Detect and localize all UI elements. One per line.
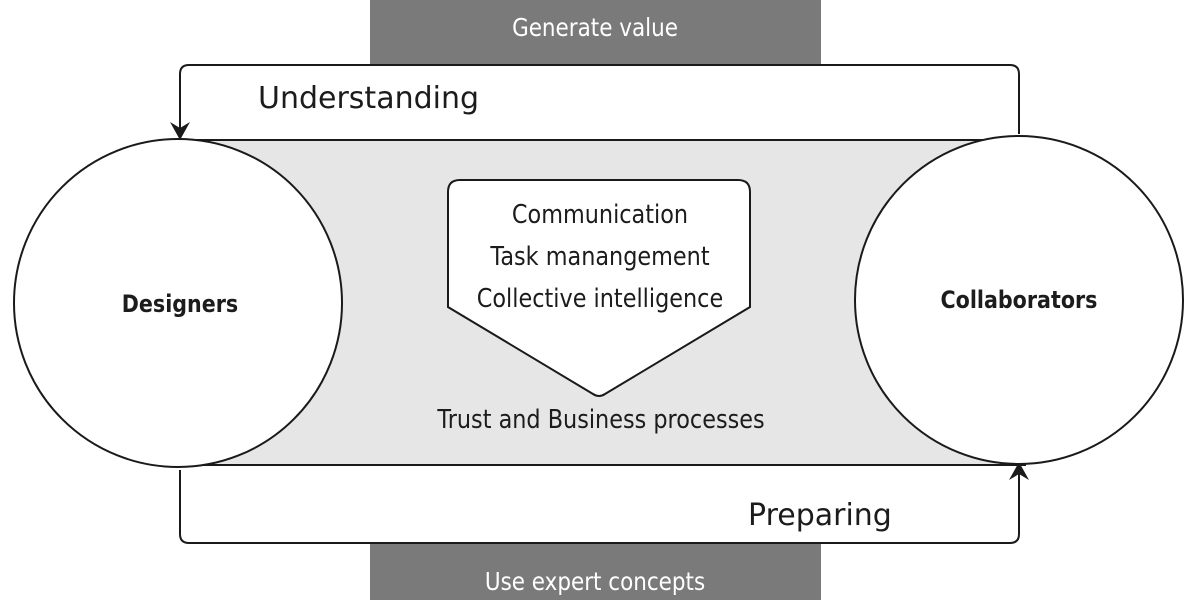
collaborators-label: Collaborators: [941, 287, 1098, 315]
top-value-box: [370, 0, 821, 64]
process-item-collective-intelligence: Collective intelligence: [477, 282, 723, 313]
collaborators-node: [854, 135, 1184, 465]
preparing-label: Preparing: [748, 498, 892, 533]
understanding-arrow-head: [170, 122, 190, 140]
process-item-communication: Communication: [512, 198, 688, 229]
preparing-arrow-head: [1009, 462, 1029, 480]
designers-label: Designers: [122, 291, 238, 319]
process-item-task-management: Task manangement: [489, 240, 709, 271]
designers-node: [13, 138, 343, 468]
process-box: [447, 179, 751, 397]
bottom-concepts-label: Use expert concepts: [485, 567, 705, 596]
preparing-flow-line: [179, 470, 1020, 544]
understanding-flow-line: [179, 64, 1020, 134]
top-value-label: Generate value: [512, 13, 678, 42]
understanding-label: Understanding: [258, 81, 479, 116]
bottom-concepts-box: [370, 544, 821, 600]
trust-business-label: Trust and Business processes: [436, 403, 764, 434]
